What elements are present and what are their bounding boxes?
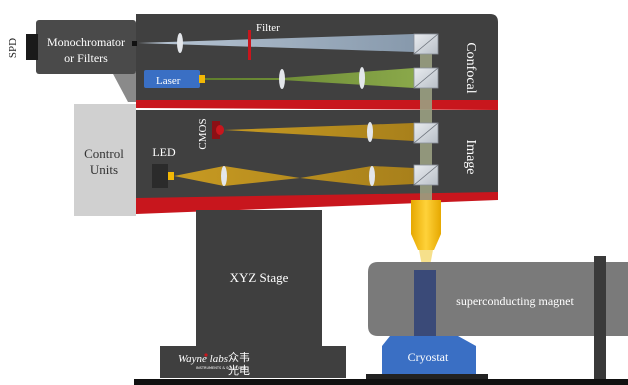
logo-cn-line2: 光电	[228, 363, 250, 377]
image-label: Image	[463, 140, 478, 175]
monochromator-slit	[132, 41, 137, 46]
led-label: LED	[152, 145, 176, 159]
xyz-stage	[196, 210, 322, 346]
image-red-strip	[136, 192, 498, 214]
beam-splitter-2-diagonal	[413, 67, 439, 89]
beam-splitter-4-diagonal	[413, 164, 439, 186]
cmos-sensor-face	[216, 125, 224, 135]
objective-tip	[411, 234, 441, 250]
led-beam	[174, 166, 414, 186]
led-source	[152, 164, 168, 188]
monochromator-box	[36, 20, 136, 74]
laser-lens-2	[359, 67, 365, 89]
confocal-module	[136, 14, 498, 104]
optical-table	[134, 379, 628, 385]
magnet-label: superconducting magnet	[456, 294, 574, 308]
control-units-box	[74, 104, 136, 216]
beam-splitter-1-diagonal	[413, 33, 439, 55]
led-lens-1	[221, 166, 227, 186]
laser-box	[144, 70, 200, 88]
cryostat-base	[366, 374, 488, 382]
objective-body	[411, 200, 441, 234]
led-emitter	[168, 172, 174, 180]
laser-lens-1	[279, 69, 285, 89]
laser-label: Laser	[156, 75, 181, 87]
spd-label: SPD	[7, 38, 19, 58]
cmos-lens	[367, 122, 373, 142]
beam-splitter-3-diagonal	[413, 122, 439, 144]
cmos-beam	[224, 123, 414, 141]
stage-base	[160, 346, 346, 378]
spd-detector	[26, 34, 38, 60]
control-units-label-1: Control	[84, 146, 124, 161]
control-units-label-2: Units	[90, 162, 118, 177]
laser-aperture	[199, 75, 205, 83]
logo-dot-icon	[204, 353, 208, 357]
cryostat-label: Cryostat	[408, 350, 449, 364]
logo-subtext: INSTRUMENTS & SOLUTIONS	[196, 366, 247, 370]
cryostat-cold-finger	[414, 270, 436, 338]
filter-bar	[248, 30, 251, 60]
detection-lens	[177, 33, 183, 53]
logo-text: Wayne labs	[178, 353, 228, 365]
confocal-red-strip	[136, 100, 498, 110]
image-module	[136, 110, 498, 200]
cryostat-body	[382, 336, 476, 374]
detection-beam	[138, 34, 414, 52]
connector-wedge	[112, 72, 136, 102]
filter-label: Filter	[256, 22, 280, 34]
logo-cn-line1: 众韦	[228, 351, 250, 364]
confocal-label: Confocal	[463, 42, 478, 93]
led-lens-2	[369, 166, 375, 186]
cmos-label: CMOS	[197, 118, 209, 149]
monochromator-label-1: Monochromator	[47, 35, 125, 49]
monochromator-label-2: or Filters	[64, 51, 108, 65]
magnet-support-post	[594, 256, 606, 382]
xyz-stage-label: XYZ Stage	[230, 270, 289, 285]
